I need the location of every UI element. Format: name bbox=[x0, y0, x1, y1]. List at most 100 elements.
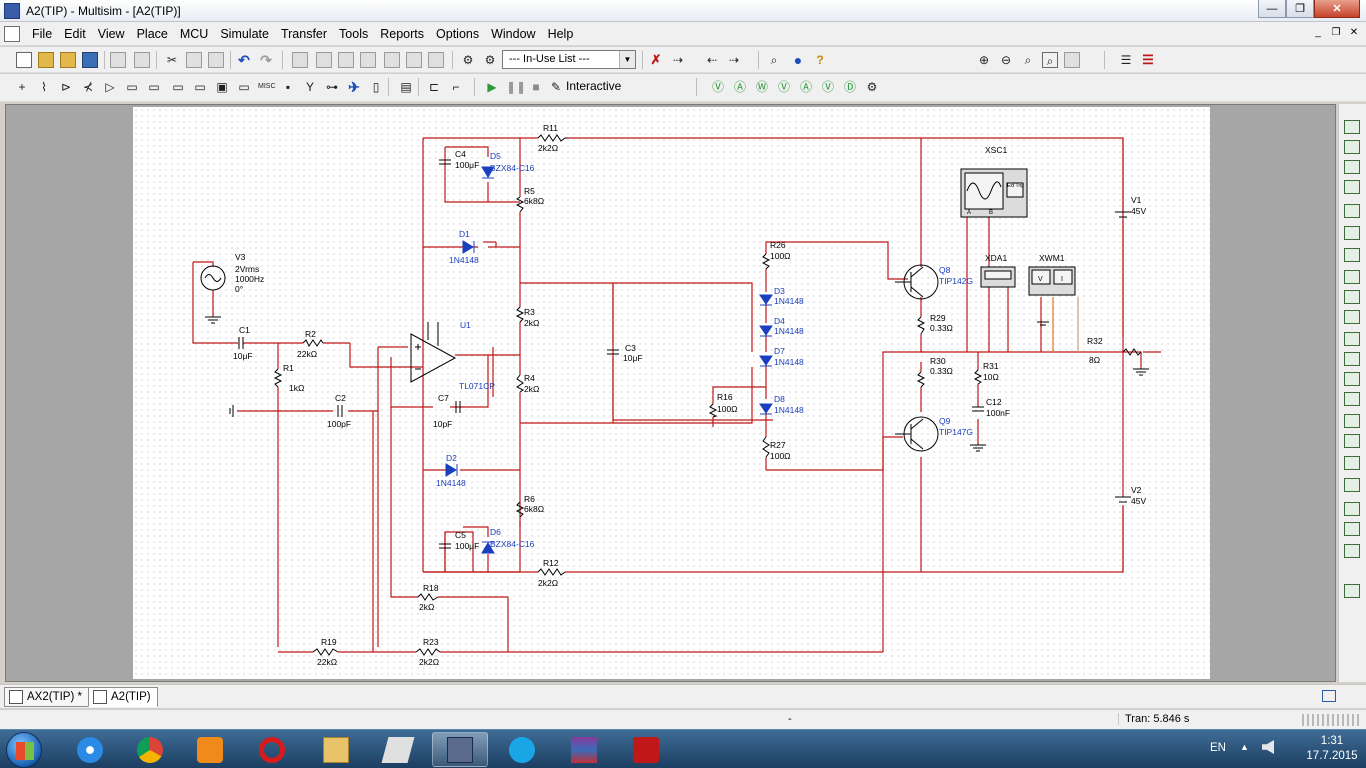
doc-minimize-button[interactable]: _ bbox=[1315, 27, 1321, 38]
interactive-label[interactable]: Interactive bbox=[566, 79, 622, 93]
pause-simulation-icon[interactable]: ❚❚ bbox=[506, 80, 527, 94]
grapher-icon[interactable] bbox=[384, 52, 400, 68]
mcu-icon[interactable]: ▯ bbox=[372, 80, 380, 94]
probe-tool-icon[interactable] bbox=[1344, 584, 1360, 598]
menu-tools[interactable]: Tools bbox=[339, 26, 369, 41]
show-hidden-icons[interactable]: ▲ bbox=[1240, 742, 1249, 752]
print-icon[interactable] bbox=[110, 52, 126, 68]
forward-annotate-icon[interactable]: ⇢ bbox=[672, 53, 684, 67]
distortion-analyzer-icon[interactable] bbox=[1344, 352, 1360, 366]
probe-differential-icon[interactable]: Ⓥ bbox=[777, 80, 790, 94]
menu-help[interactable]: Help bbox=[547, 26, 574, 41]
close-button[interactable]: ✕ bbox=[1314, 0, 1360, 18]
oscilloscope-tool-icon[interactable] bbox=[1344, 180, 1360, 194]
taskbar-ie[interactable] bbox=[62, 732, 118, 767]
list-red-icon[interactable]: ☰ bbox=[1142, 52, 1154, 67]
zoom-in-icon[interactable]: ⊕ bbox=[978, 53, 990, 67]
logic-converter-icon[interactable] bbox=[1344, 290, 1360, 304]
tektronix-scope-icon[interactable] bbox=[1344, 478, 1360, 492]
doc-restore-button[interactable]: ❐ bbox=[1331, 27, 1341, 38]
stop-simulation-icon[interactable]: ■ bbox=[532, 80, 540, 94]
taskbar-multisim[interactable] bbox=[432, 732, 488, 767]
mixed-icon[interactable]: ▭ bbox=[194, 80, 206, 94]
multimeter-xda1[interactable] bbox=[980, 266, 1016, 288]
ni-components-icon[interactable]: ✈ bbox=[348, 79, 360, 95]
spreadsheet-view-icon[interactable] bbox=[1322, 690, 1336, 702]
postprocessor-icon[interactable] bbox=[406, 52, 422, 68]
agilent-multimeter-icon[interactable] bbox=[1344, 434, 1360, 448]
taskbar-media[interactable] bbox=[182, 732, 238, 767]
language-indicator[interactable]: EN bbox=[1210, 742, 1226, 754]
menu-window[interactable]: Window bbox=[491, 26, 536, 41]
taskbar-app[interactable] bbox=[370, 732, 426, 767]
indicator-icon[interactable]: ▣ bbox=[216, 80, 228, 94]
analog-icon[interactable]: ▷ bbox=[105, 80, 115, 94]
back-annotate-icon[interactable]: ⇠ bbox=[706, 53, 718, 67]
document-icon[interactable] bbox=[4, 25, 20, 42]
probe-voltage-icon[interactable]: Ⓥ bbox=[711, 80, 724, 94]
transfer-icon[interactable]: ⇢ bbox=[728, 53, 740, 67]
web-icon[interactable]: ● bbox=[793, 52, 803, 68]
function-generator-icon[interactable] bbox=[1344, 140, 1360, 154]
volume-icon[interactable] bbox=[1262, 740, 1274, 754]
probe-settings-icon[interactable]: ⚙ bbox=[866, 80, 878, 94]
list-icon[interactable]: ☰ bbox=[1120, 53, 1132, 67]
ttl-icon[interactable]: ▭ bbox=[126, 80, 138, 94]
logic-analyzer-icon[interactable] bbox=[1344, 310, 1360, 324]
full-screen-icon[interactable] bbox=[292, 52, 308, 68]
menu-transfer[interactable]: Transfer bbox=[280, 26, 328, 41]
design-toolbox-icon[interactable] bbox=[316, 52, 332, 68]
zoom-fit-icon[interactable] bbox=[1064, 52, 1080, 68]
menu-mcu[interactable]: MCU bbox=[179, 26, 209, 41]
menu-options[interactable]: Options bbox=[436, 26, 480, 41]
doc-close-button[interactable]: ✕ bbox=[1349, 27, 1359, 38]
start-button[interactable] bbox=[6, 732, 42, 768]
help-icon[interactable]: ? bbox=[816, 53, 824, 67]
open-sample-icon[interactable] bbox=[60, 52, 76, 68]
current-probe-icon[interactable] bbox=[1344, 544, 1360, 558]
zoom-find-icon[interactable]: ⌕ bbox=[770, 53, 778, 67]
taskbar-telenor[interactable] bbox=[494, 732, 550, 767]
electrical-rules-icon[interactable] bbox=[428, 52, 444, 68]
word-generator-icon[interactable] bbox=[1344, 270, 1360, 284]
menu-file[interactable]: File bbox=[32, 26, 53, 41]
diode-icon[interactable]: ⊳ bbox=[60, 80, 72, 94]
multimeter-tool-icon[interactable] bbox=[1344, 120, 1360, 134]
taskbar-pdf[interactable] bbox=[618, 732, 674, 767]
probe-reference-icon[interactable]: Ⓥ bbox=[821, 80, 834, 94]
spectrum-analyzer-icon[interactable] bbox=[1344, 372, 1360, 386]
advanced-peripherals-icon[interactable]: ▪ bbox=[285, 80, 291, 94]
zoom-sheet-icon[interactable]: ⌕ bbox=[1042, 52, 1058, 68]
cut-icon[interactable]: ✂ bbox=[166, 53, 178, 67]
hierarchical-block-icon[interactable]: ▤ bbox=[400, 80, 412, 94]
new-file-icon[interactable] bbox=[16, 52, 32, 68]
minimize-button[interactable]: — bbox=[1258, 0, 1286, 18]
taskbar-chrome[interactable] bbox=[122, 732, 178, 767]
network-analyzer-icon[interactable] bbox=[1344, 392, 1360, 406]
misc-icon[interactable]: MISC bbox=[258, 83, 276, 90]
database-manager-icon[interactable] bbox=[360, 52, 376, 68]
probe-current-icon[interactable]: Ⓐ bbox=[733, 80, 746, 94]
taskbar-explorer[interactable] bbox=[308, 732, 364, 767]
database-icon[interactable]: ⚙ bbox=[484, 53, 496, 67]
redo-icon[interactable]: ↷ bbox=[260, 52, 272, 68]
menu-edit[interactable]: Edit bbox=[64, 26, 86, 41]
wattmeter-tool-icon[interactable] bbox=[1344, 160, 1360, 174]
print-preview-icon[interactable] bbox=[134, 52, 150, 68]
rf-icon[interactable]: Y bbox=[305, 80, 314, 94]
in-use-list-select[interactable]: --- In-Use List --- ▼ bbox=[502, 50, 636, 69]
source-icon[interactable]: + bbox=[18, 80, 26, 94]
taskbar-winrar[interactable] bbox=[556, 732, 612, 767]
menu-view[interactable]: View bbox=[97, 26, 125, 41]
taskbar-opera[interactable] bbox=[244, 732, 300, 767]
misc-digital-icon[interactable]: ▭ bbox=[172, 80, 184, 94]
labview-icon[interactable] bbox=[1344, 502, 1360, 516]
ni-elvis-icon[interactable] bbox=[1344, 522, 1360, 536]
iv-analyzer-icon[interactable] bbox=[1344, 332, 1360, 346]
undo-icon[interactable]: ↶ bbox=[238, 52, 250, 68]
paste-icon[interactable] bbox=[208, 52, 224, 68]
wattmeter-xwm1[interactable] bbox=[1028, 266, 1076, 296]
menu-place[interactable]: Place bbox=[136, 26, 168, 41]
bode-plotter-icon[interactable] bbox=[1344, 226, 1360, 240]
erc-check-icon[interactable]: ✗ bbox=[650, 52, 662, 67]
